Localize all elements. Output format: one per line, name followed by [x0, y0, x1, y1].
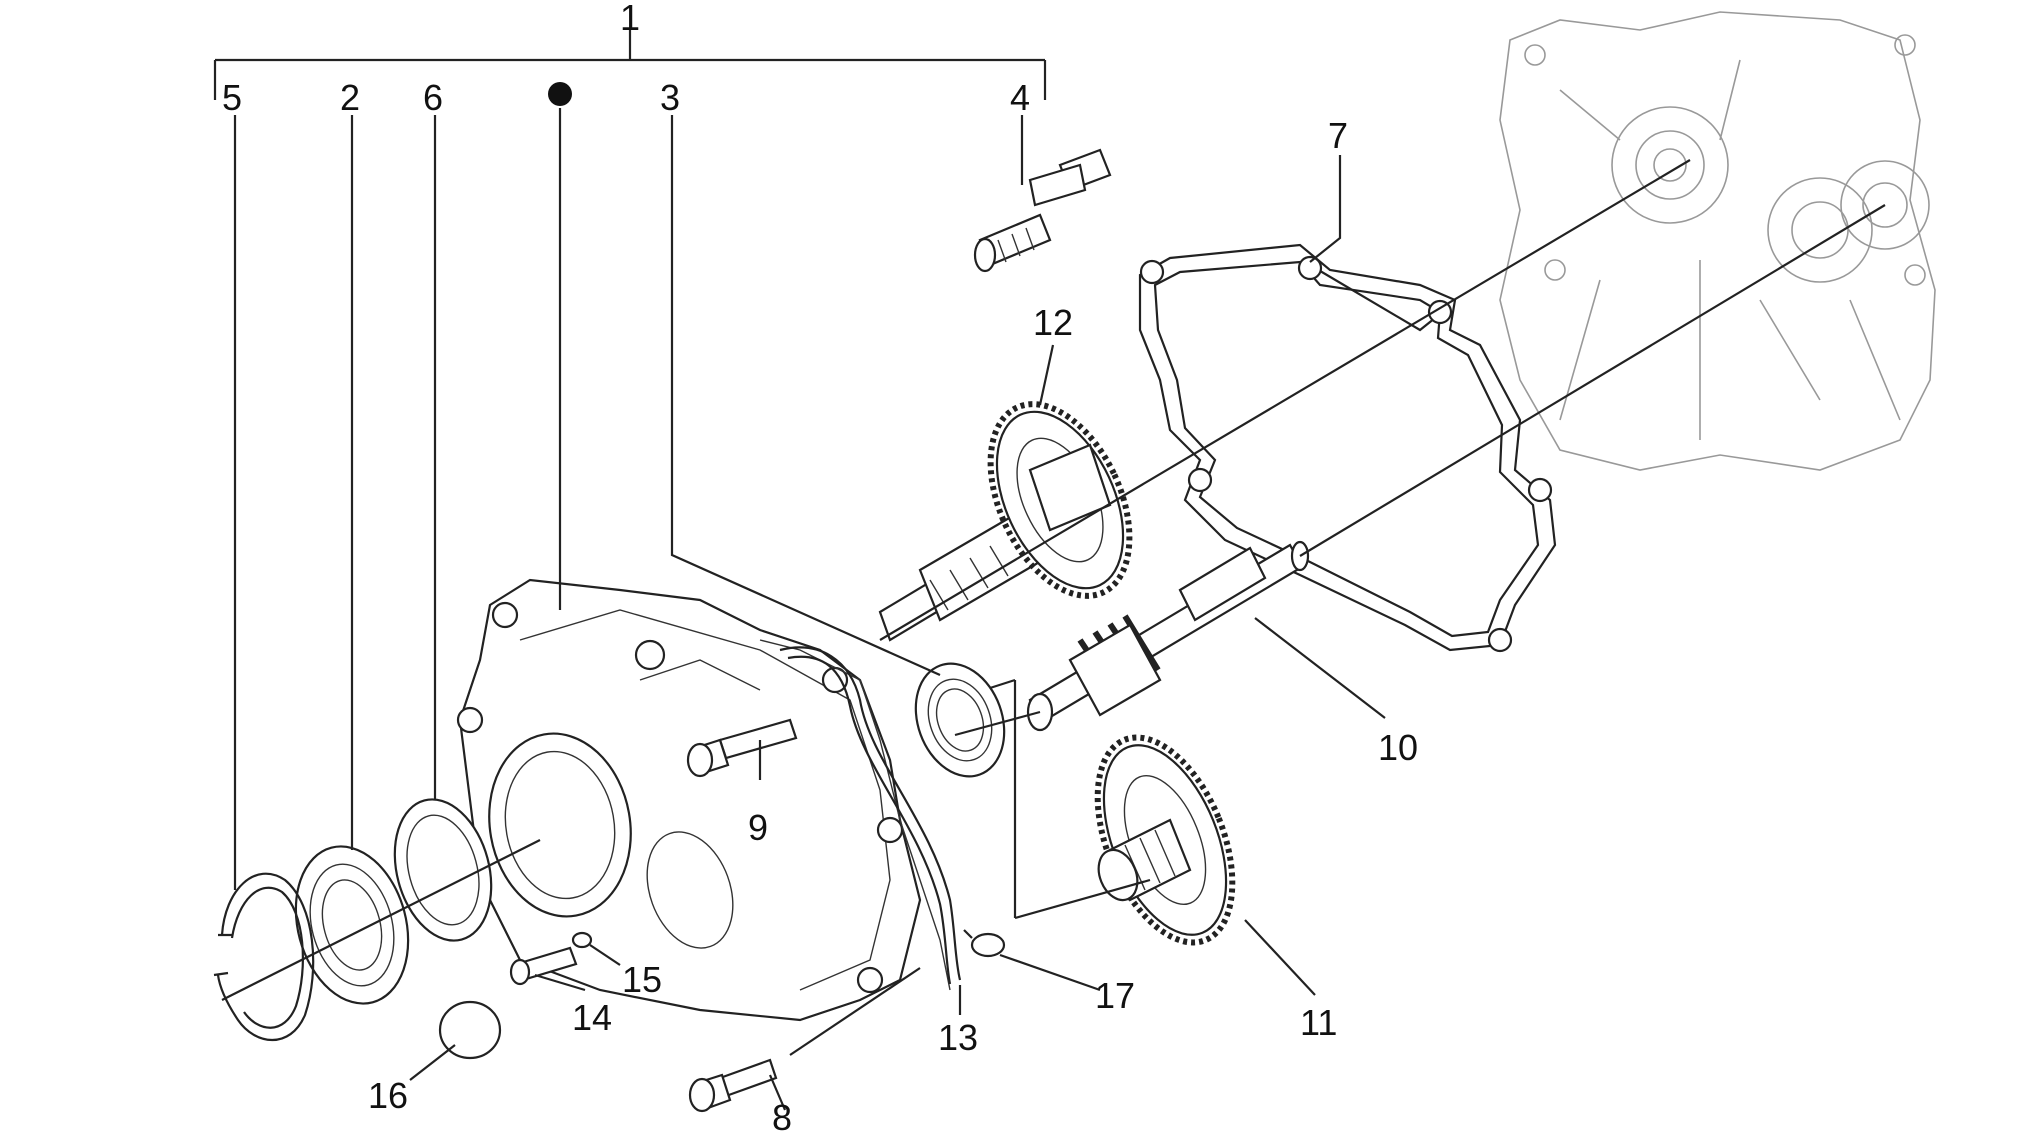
callout-6: 6: [423, 77, 443, 118]
callout-3: 3: [660, 77, 680, 118]
hose-clamp: [963, 929, 1006, 958]
callout-9: 9: [748, 807, 768, 848]
circlip: [213, 872, 315, 1041]
callout-15: 15: [622, 959, 662, 1000]
callout-5: 5: [222, 77, 242, 118]
lower-gear: [1094, 734, 1236, 946]
callout-7: 7: [1328, 115, 1348, 156]
callout-16: 16: [368, 1075, 408, 1116]
callout-11: 11: [1300, 1002, 1337, 1043]
gasket: [1138, 243, 1557, 653]
callout-17: 17: [1095, 975, 1135, 1016]
transmission-cover: [456, 578, 951, 1022]
callout-12: 12: [1033, 302, 1073, 343]
bearing-small: [914, 662, 1006, 778]
callout-2: 2: [340, 77, 360, 118]
plug-cap: [438, 1000, 502, 1060]
long-shaft-pinion: [1026, 540, 1310, 732]
callout-4: 4: [1010, 77, 1030, 118]
callout-14: 14: [572, 997, 612, 1038]
bolt-9: [686, 718, 798, 778]
transmission-housing: [1499, 11, 1936, 471]
callout-1: 1: [620, 0, 640, 38]
flange-bolt: [688, 1058, 778, 1113]
wire-hose: [779, 646, 962, 985]
callout-8: 8: [772, 1097, 792, 1136]
explode-lines: [221, 159, 1886, 1056]
breather-bolt: [973, 148, 1112, 273]
callout-labels: 1 5 2 6 3 4 7 12 9 10 11 13 14 15 16 17 …: [222, 0, 1418, 1136]
callout-10: 10: [1378, 727, 1418, 768]
assembly-bullet-dot: [548, 82, 572, 106]
callout-13: 13: [938, 1017, 978, 1058]
screw-and-washer: [509, 931, 593, 986]
oil-seal: [393, 798, 493, 942]
leader-lines: [213, 30, 1386, 1111]
upper-gear-shaft: [878, 401, 1133, 642]
